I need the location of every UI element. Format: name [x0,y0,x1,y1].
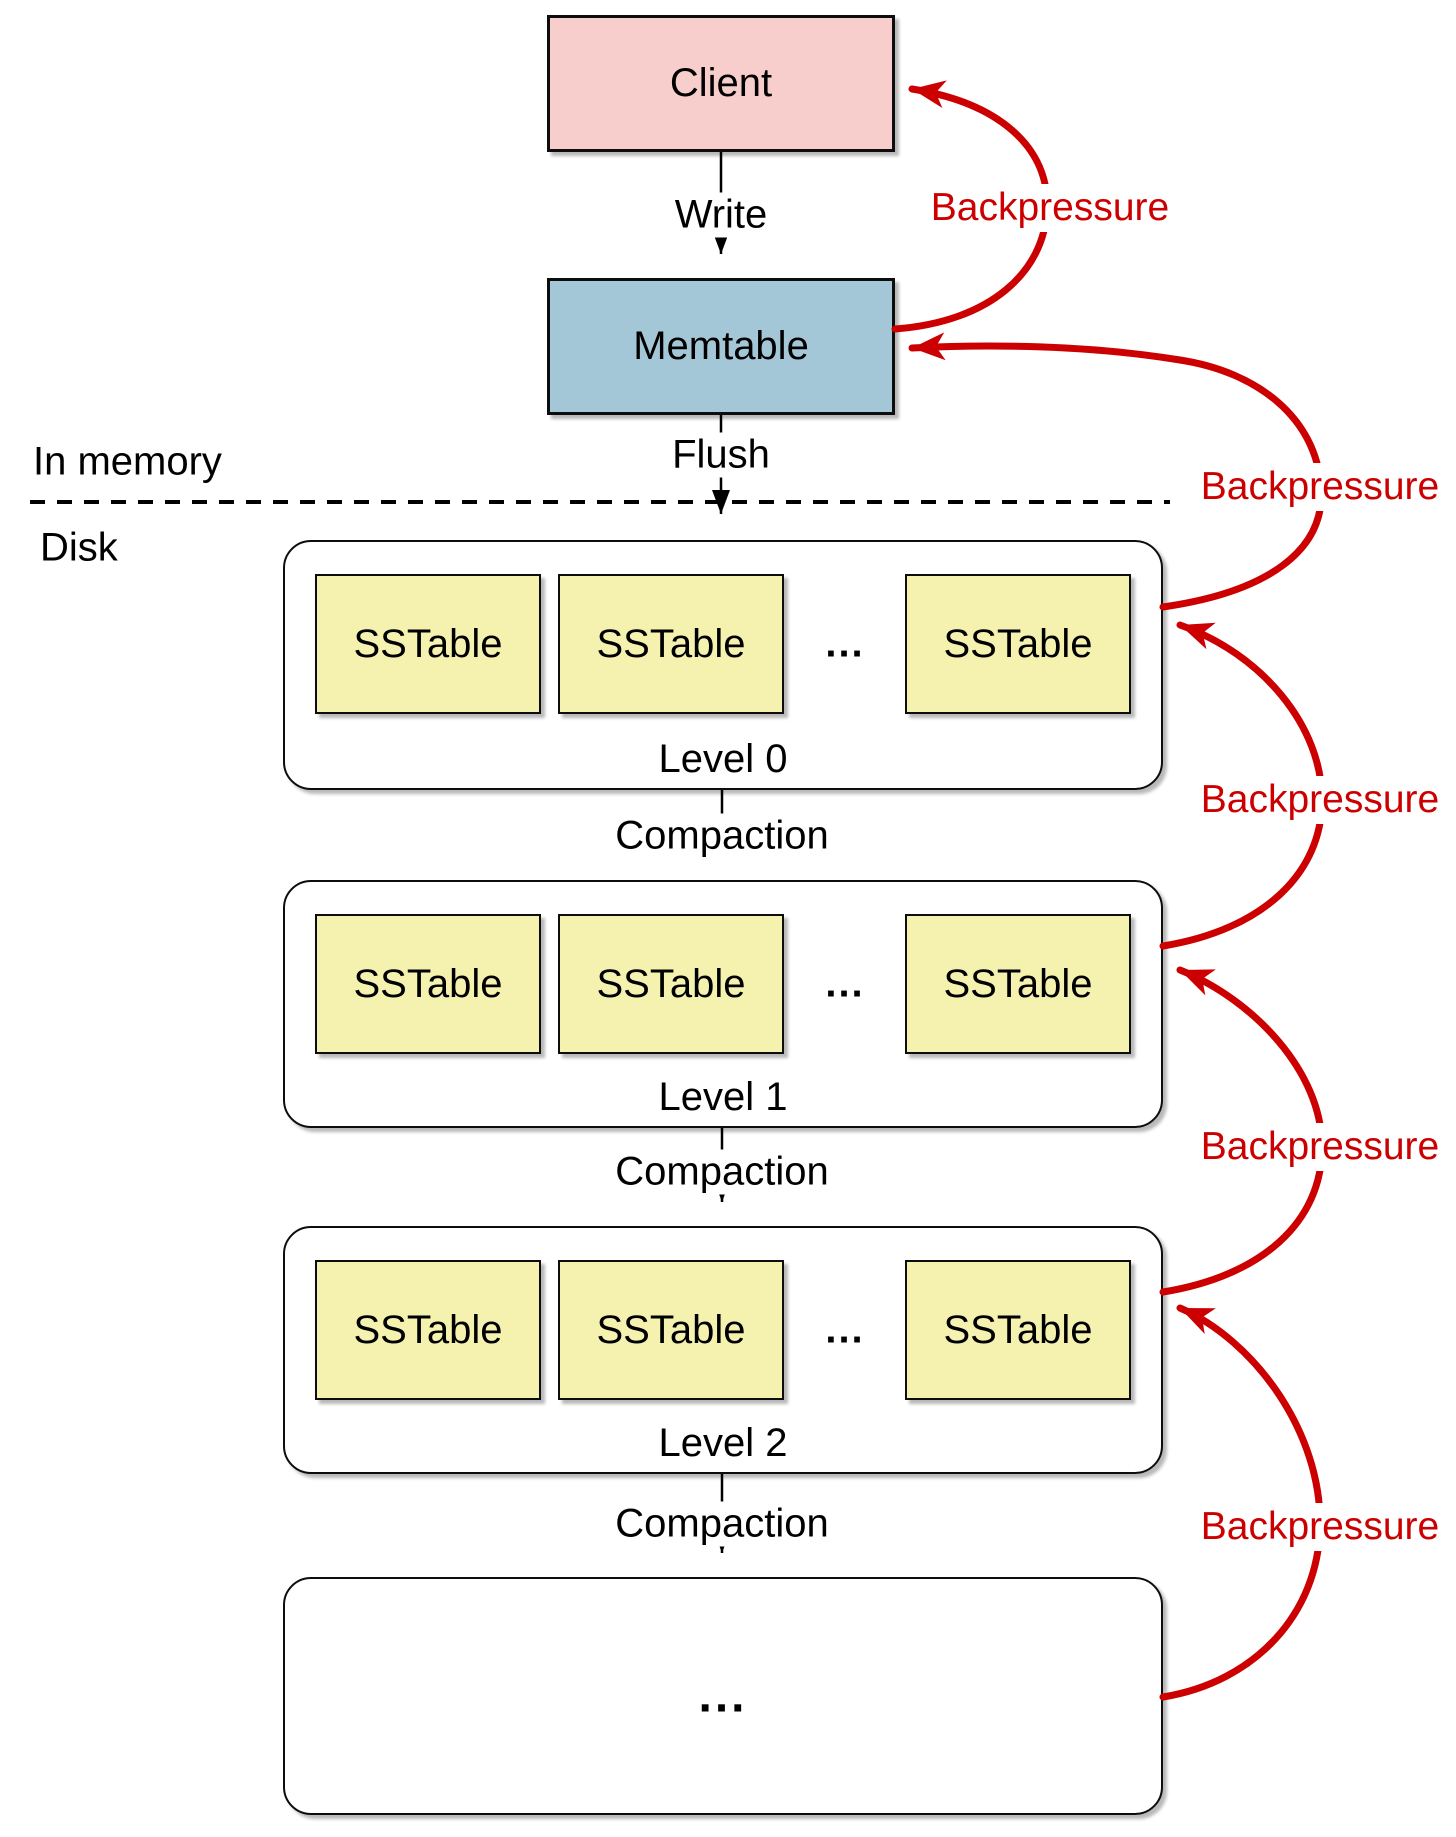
sstable-box: SSTable [558,1260,784,1400]
ellipsis-label: ... [825,1307,865,1352]
backpressure-label-3: Backpressure [1194,1123,1446,1171]
sstable-label: SSTable [596,621,746,666]
backpressure-label-1: Backpressure [1194,463,1446,511]
memtable-label: Memtable [633,324,809,368]
ellipsis-label: ... [825,961,865,1006]
sstable-box: SSTable [905,574,1131,714]
write-edge-label: Write [664,192,778,238]
memtable-node: Memtable [547,278,895,415]
client-label: Client [669,61,773,105]
flush-edge-label: Flush [662,432,780,478]
sstable-box: SSTable [558,574,784,714]
sstable-label: SSTable [596,1307,746,1352]
sstable-box: SSTable [315,574,541,714]
sstable-box: SSTable [315,914,541,1054]
deeper-levels-container: ... [283,1577,1163,1815]
sstable-label: SSTable [596,961,746,1006]
ellipsis-label: ... [825,621,865,666]
level-1-container: SSTable SSTable ... SSTable Level 1 [283,880,1163,1128]
sstable-box: SSTable [905,914,1131,1054]
sstable-label: SSTable [353,621,503,666]
compaction-edge-label-2: Compaction [605,1501,839,1547]
sstable-box: SSTable [558,914,784,1054]
compaction-edge-label-0: Compaction [605,813,839,859]
sstable-box: SSTable [905,1260,1131,1400]
sstable-label: SSTable [353,961,503,1006]
disk-region-label: Disk [40,525,118,570]
ellipsis-label: ... [698,1669,748,1723]
level-2-label: Level 2 [658,1421,788,1465]
backpressure-label-4: Backpressure [1194,1503,1446,1551]
backpressure-label-0: Backpressure [924,184,1176,232]
sstable-label: SSTable [943,1307,1093,1352]
sstable-label: SSTable [943,961,1093,1006]
sstable-box: SSTable [315,1260,541,1400]
level-2-container: SSTable SSTable ... SSTable Level 2 [283,1226,1163,1474]
level-0-label: Level 0 [658,737,788,781]
client-node: Client [547,15,895,152]
in-memory-region-label: In memory [33,439,222,484]
sstable-label: SSTable [353,1307,503,1352]
level-1-label: Level 1 [658,1075,788,1119]
sstable-label: SSTable [943,621,1093,666]
compaction-edge-label-1: Compaction [605,1149,839,1195]
level-0-container: SSTable SSTable ... SSTable Level 0 [283,540,1163,790]
backpressure-label-2: Backpressure [1194,776,1446,824]
